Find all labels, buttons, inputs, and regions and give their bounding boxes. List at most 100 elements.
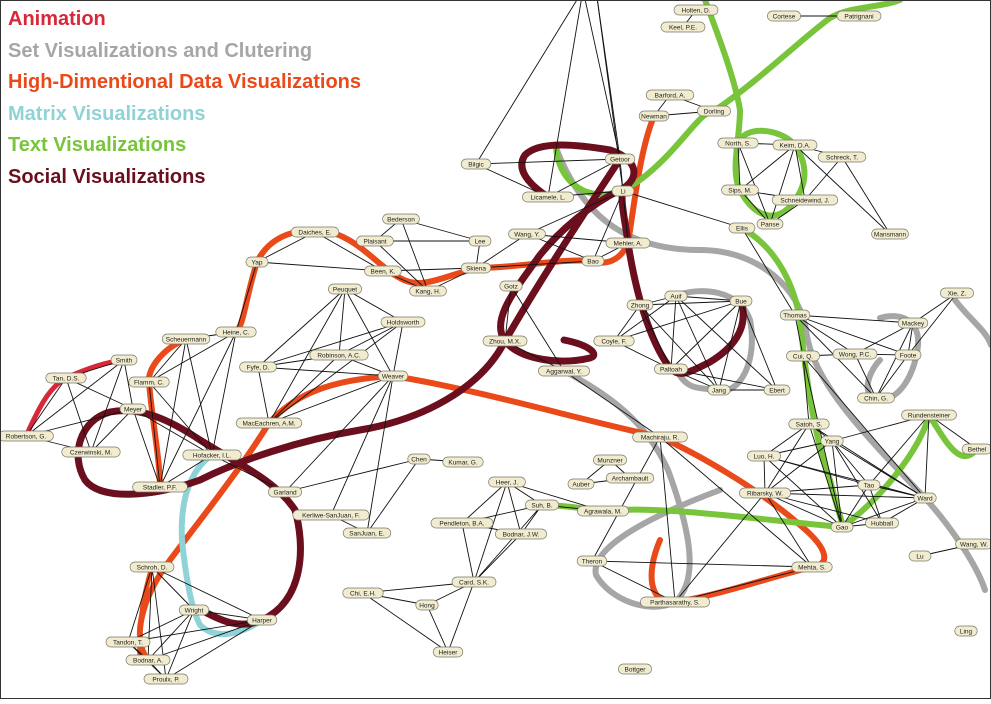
author-node-schneidewind[interactable]: Schneidewind, J. [771, 194, 839, 206]
author-node-maceachren[interactable]: MacEachren, A.M. [235, 417, 303, 429]
author-node-ward[interactable]: Ward [913, 492, 937, 504]
author-node-holdsworth[interactable]: Holdsworth [380, 316, 426, 328]
author-node-north[interactable]: North, S. [717, 137, 759, 149]
author-node-kerliwe[interactable]: Kerliwe-SanJuan, F. [292, 509, 370, 521]
author-node-harper[interactable]: Harper [246, 614, 278, 626]
author-node-card[interactable]: Card, S.K. [451, 576, 497, 588]
author-node-getoor[interactable]: Getoor [604, 153, 636, 165]
author-node-cortese[interactable]: Cortese [767, 10, 801, 22]
author-node-daiches[interactable]: Daiches, E. [290, 226, 340, 238]
author-node-gotz[interactable]: Gotz [499, 280, 523, 292]
author-node-parthasarathy[interactable]: Parthasarathy, S. [640, 596, 710, 608]
author-node-bodnar-a[interactable]: Bodnar, A. [125, 654, 171, 666]
author-node-tandon[interactable]: Tandon, T. [105, 636, 151, 648]
author-node-bethel[interactable]: Bethel [961, 443, 991, 455]
author-node-agrawala[interactable]: Agrawala, M. [577, 505, 629, 517]
author-node-been[interactable]: Been, K. [364, 265, 402, 277]
author-node-bue[interactable]: Bue [729, 295, 753, 307]
author-node-chin[interactable]: Chin, G. [857, 392, 895, 404]
author-node-flemm[interactable]: Flamm, C. [128, 376, 170, 388]
author-node-bederson[interactable]: Bederson [382, 213, 420, 225]
author-node-luo[interactable]: Luo, H. [747, 450, 781, 462]
author-node-gao[interactable]: Gao [830, 521, 854, 533]
author-node-newman[interactable]: Newman [638, 110, 670, 122]
author-node-mehta[interactable]: Mehta, S. [791, 561, 833, 573]
author-node-heine[interactable]: Heine, C. [215, 326, 257, 338]
author-node-heer[interactable]: Heer, J. [488, 476, 526, 488]
author-node-yang[interactable]: Yang [820, 435, 844, 447]
author-node-sips[interactable]: Sips, M. [721, 184, 759, 196]
author-node-hofacker[interactable]: Hofacker, I.L. [182, 449, 242, 461]
author-node-jang[interactable]: Jang [707, 384, 731, 396]
author-node-xie[interactable]: Xie, Z. [940, 287, 974, 299]
author-node-robertson[interactable]: Robertson, G. [0, 430, 54, 442]
author-node-bilgic[interactable]: Bilgic [460, 158, 492, 170]
author-node-wong[interactable]: Wong, P.C. [832, 348, 878, 360]
author-node-patrignani[interactable]: Patrignani [836, 10, 882, 22]
author-node-ling[interactable]: Ling [954, 625, 978, 637]
author-node-cui[interactable]: Cui, Q. [786, 350, 820, 362]
author-node-heiser[interactable]: Heiser [432, 646, 464, 658]
author-node-plaisant[interactable]: Plaisant [356, 235, 394, 247]
author-node-zhong[interactable]: Zhong [626, 299, 654, 311]
author-node-li[interactable]: Li [611, 185, 635, 197]
author-node-ribarsky[interactable]: Ribarsky, W. [739, 487, 791, 499]
author-node-paltoah[interactable]: Paltoah [654, 363, 688, 375]
author-node-tao[interactable]: Tao [857, 479, 881, 491]
author-node-mackey[interactable]: Mackey [897, 317, 929, 329]
author-node-dorling[interactable]: Dorling [697, 105, 731, 117]
author-node-czerwinski[interactable]: Czerwinski, M. [61, 446, 121, 458]
author-node-lee[interactable]: Lee [468, 235, 492, 247]
author-node-ellis[interactable]: Ellis [728, 222, 756, 234]
author-node-suh[interactable]: Suh, B. [525, 499, 559, 511]
author-node-satoh[interactable]: Satoh, S. [788, 418, 830, 430]
author-node-pendleton[interactable]: Pendleton, B.A. [430, 517, 494, 529]
author-node-foote[interactable]: Foote [894, 349, 922, 361]
author-node-kumar[interactable]: Kumar, G. [442, 456, 484, 468]
author-node-mehler[interactable]: Mehler, A. [605, 237, 651, 249]
author-node-garland[interactable]: Garland [268, 486, 302, 498]
author-node-peuquet[interactable]: Peuquet [328, 283, 362, 295]
author-node-scheuermann[interactable]: Scheuermann [161, 333, 211, 345]
author-node-barford[interactable]: Barford, A. [645, 89, 695, 101]
author-node-auif[interactable]: Auif [664, 290, 688, 302]
author-node-chen[interactable]: Chen [407, 453, 431, 465]
author-node-munzner[interactable]: Munzner [593, 454, 627, 466]
author-node-licamele[interactable]: Licamele, L. [522, 191, 574, 203]
author-node-keim[interactable]: Keim, D.A. [772, 139, 818, 151]
author-node-ebert[interactable]: Ebert [763, 384, 791, 396]
author-node-meyer[interactable]: Meyer [119, 403, 147, 415]
author-node-tan[interactable]: Tan, D.S. [45, 372, 87, 384]
author-node-hong[interactable]: Hong [415, 599, 439, 611]
author-node-fyfe[interactable]: Fyfe, D. [239, 361, 277, 373]
author-node-panse[interactable]: Panse [756, 218, 784, 230]
author-node-bottger[interactable]: Bottger [618, 663, 652, 675]
author-node-lu[interactable]: Lu [908, 550, 932, 562]
author-node-bodnar-jw[interactable]: Bodnar, J.W. [495, 528, 547, 540]
author-node-bao[interactable]: Bao [581, 255, 605, 267]
author-node-thomas[interactable]: Thomas [779, 309, 811, 321]
author-node-kang[interactable]: Kang, H. [409, 285, 447, 297]
author-node-rundensteiner[interactable]: Rundensteiner [901, 409, 957, 421]
author-node-yap[interactable]: Yap [245, 256, 269, 268]
author-node-archambault[interactable]: Archambault [605, 472, 655, 484]
author-node-coyle[interactable]: Coyle, F. [593, 335, 635, 347]
author-node-sanjuan[interactable]: SanJuan, E. [342, 527, 392, 539]
author-node-keel[interactable]: Keel, P.E. [660, 21, 706, 33]
author-node-skiena[interactable]: Skiena [460, 262, 492, 274]
author-node-schreck[interactable]: Schreck, T. [817, 151, 867, 163]
author-node-chi[interactable]: Chi, E.H. [342, 587, 384, 599]
author-node-mansmann[interactable]: Mansmann [871, 228, 909, 240]
author-node-hubball[interactable]: Hubball [865, 517, 899, 529]
author-node-holten[interactable]: Holten, D. [673, 4, 719, 16]
author-node-weaver[interactable]: Weaver [377, 370, 409, 382]
author-node-zhou[interactable]: Zhou, M.X. [482, 335, 528, 347]
author-node-robinson[interactable]: Robinson, A.C. [309, 349, 369, 361]
author-node-wang-w[interactable]: Wang, W. [955, 538, 991, 550]
author-node-schroh[interactable]: Schroh, D. [129, 561, 175, 573]
author-node-wang-y[interactable]: Wang, Y. [508, 228, 546, 240]
author-node-aggarwal[interactable]: Aggarwal, Y. [538, 365, 590, 377]
author-node-smith[interactable]: Smith [110, 354, 138, 366]
author-node-auber[interactable]: Auber [567, 478, 595, 490]
author-node-machiraju[interactable]: Machiraju, R. [632, 431, 688, 443]
